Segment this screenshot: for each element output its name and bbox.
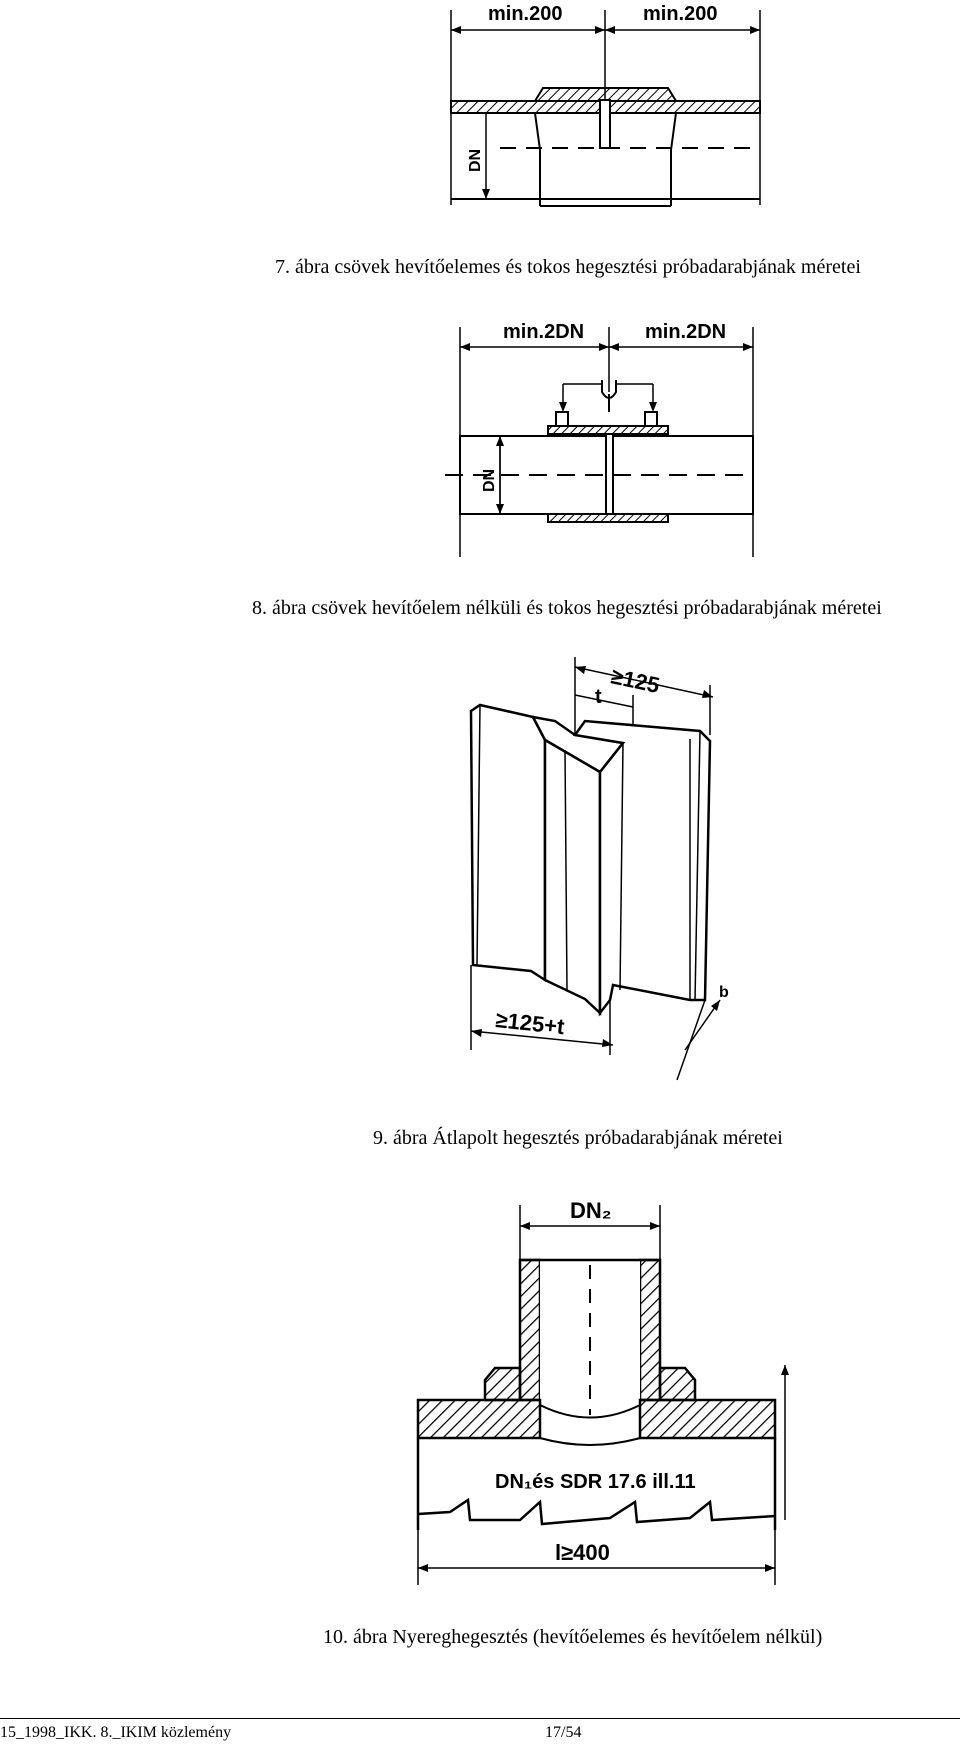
fig7-dn-label: DN bbox=[467, 149, 484, 172]
figure-10-drawing: DN₂ DN₁és SDR 17.6 ill.11 l≥400 bbox=[410, 1190, 790, 1585]
figure-9-caption: 9. ábra Átlapolt hegesztés próbadarabján… bbox=[373, 1127, 783, 1149]
fig10-dn2: DN₂ bbox=[570, 1198, 612, 1223]
footer-page-number: 17/54 bbox=[545, 1724, 582, 1741]
figure-9-drawing: ≥125 t ≥125+t b bbox=[455, 655, 750, 1085]
fig7-dim-right: min.200 bbox=[643, 3, 717, 25]
figure-10-caption: 10. ábra Nyereghegesztés (hevítőelemes é… bbox=[323, 1626, 823, 1648]
fig9-thickness: t bbox=[595, 686, 602, 708]
fig10-pipe-label: DN₁és SDR 17.6 ill.11 bbox=[495, 1471, 696, 1493]
fig10-length: l≥400 bbox=[555, 1540, 610, 1565]
figure-8-caption: 8. ábra csövek hevítőelem nélküli és tok… bbox=[252, 597, 882, 619]
fig8-dn-label: DN bbox=[481, 469, 498, 492]
fig8-dim-left: min.2DN bbox=[503, 321, 584, 343]
footer-document-id: 15_1998_IKK. 8._IKIM közlemény bbox=[0, 1724, 232, 1741]
fig7-dim-left: min.200 bbox=[488, 3, 562, 25]
footer-rule bbox=[0, 1718, 960, 1719]
figure-7-drawing: min.200 min.200 DN bbox=[440, 0, 770, 215]
fig9-width: b bbox=[719, 984, 729, 1001]
fig9-dim-top: ≥125 bbox=[609, 663, 662, 698]
figure-7-caption: 7. ábra csövek hevítőelemes és tokos heg… bbox=[275, 256, 861, 278]
page-footer: 15_1998_IKK. 8._IKIM közlemény 17/54 bbox=[0, 1722, 960, 1746]
fig8-dim-right: min.2DN bbox=[645, 321, 726, 343]
figure-8-drawing: min.2DN min.2DN DN bbox=[445, 312, 765, 567]
